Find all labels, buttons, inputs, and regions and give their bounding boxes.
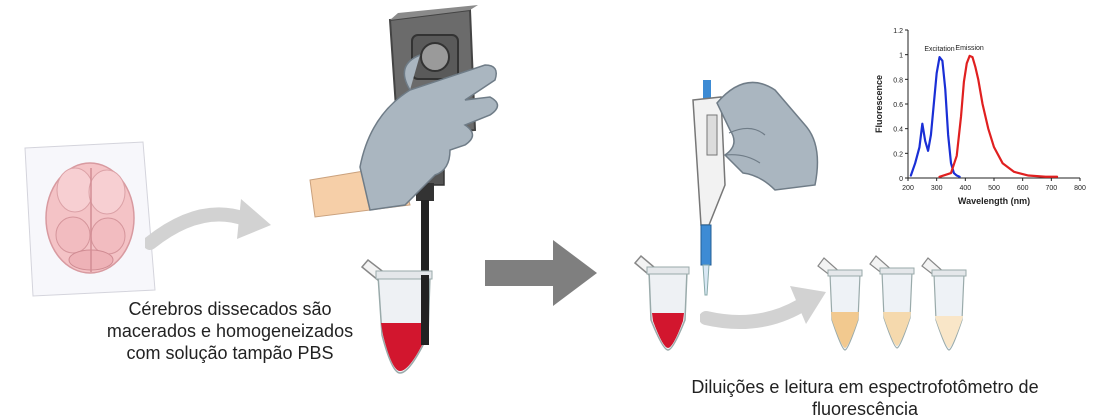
series-line-excitation	[911, 57, 960, 177]
x-tick-label: 600	[1017, 185, 1029, 192]
brain-sample-illustration	[15, 140, 165, 300]
x-tick-label: 200	[902, 185, 914, 192]
brain-icon	[46, 163, 134, 273]
step2-caption: Diluições e leitura em espectrofotômetro…	[655, 376, 1075, 420]
y-tick-label: 0.6	[893, 102, 903, 109]
y-tick-label: 0.2	[893, 151, 903, 158]
step2-caption-line: fluorescência	[655, 398, 1075, 420]
glove-hand	[717, 82, 817, 190]
series-label: Excitation	[924, 46, 954, 53]
y-tick-label: 0.8	[893, 77, 903, 84]
sample-tube-red	[362, 260, 432, 373]
step1-caption-line: Cérebros dissecados são	[95, 298, 365, 320]
x-tick-label: 300	[931, 185, 943, 192]
step1-caption: Cérebros dissecados são macerados e homo…	[95, 298, 365, 364]
main-process-arrow	[485, 238, 605, 308]
y-tick-label: 1	[899, 53, 903, 60]
step2-caption-line: Diluições e leitura em espectrofotômetro…	[655, 376, 1075, 398]
x-tick-label: 700	[1045, 185, 1057, 192]
x-tick-label: 400	[959, 185, 971, 192]
dilution-tube	[818, 258, 862, 350]
step1-caption-line: macerados e homogeneizados	[95, 320, 365, 342]
fluorescence-spectrum-chart: 0 0.2 0.4 0.6 0.8 1 1.2 200 300 400 500 600 700 800Wa…	[868, 22, 1108, 212]
y-tick-label: 0	[899, 176, 903, 183]
y-axis-label: Fluorescence	[874, 75, 884, 133]
x-axis-label: Wavelength (nm)	[958, 196, 1030, 206]
x-tick-label: 500	[988, 185, 1000, 192]
pipette	[693, 80, 725, 295]
y-tick-label: 1.2	[893, 28, 903, 35]
transition-arrow-1	[145, 185, 275, 265]
series-label: Emission	[955, 45, 984, 52]
x-tick-label: 800	[1074, 185, 1086, 192]
dilution-tubes	[810, 250, 990, 360]
dilution-tube	[922, 258, 966, 350]
y-tick-label: 0.4	[893, 127, 903, 134]
dilution-tube	[870, 256, 914, 348]
step1-caption-line: com solução tampão PBS	[95, 342, 365, 364]
series-line-emission	[940, 56, 1058, 177]
sample-tube-red	[635, 256, 689, 350]
